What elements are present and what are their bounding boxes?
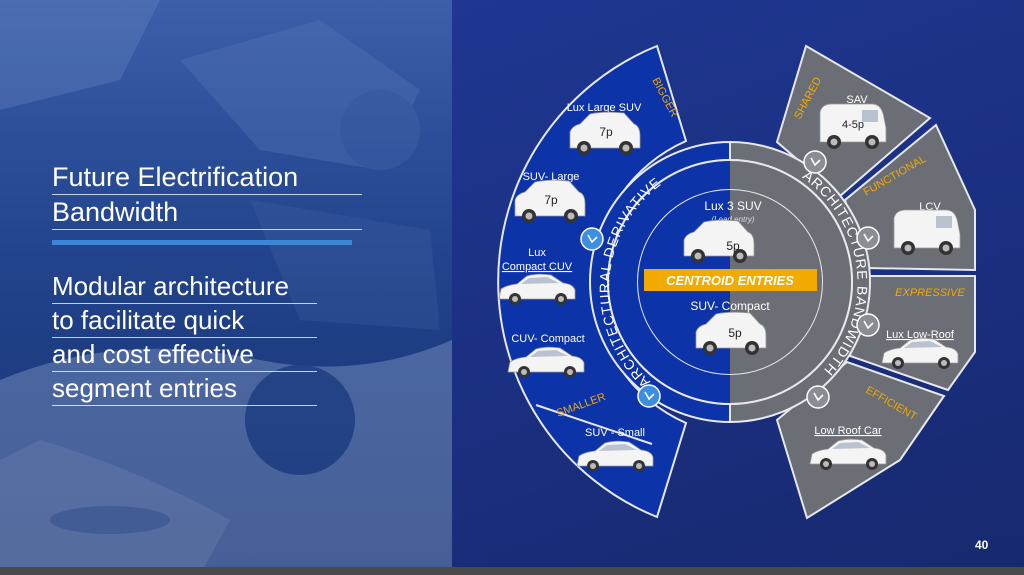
lcv-car-icon [893, 209, 961, 256]
title-line-2: Bandwidth [52, 195, 362, 230]
subtitle-line-2: to facilitate quick [52, 304, 317, 338]
center-bottom-seats: 5p [728, 326, 742, 340]
clock-icon-right-4 [806, 385, 830, 409]
lux-compact-cuv-label-2: Compact CUV [502, 261, 573, 273]
engine-photo-illustration [0, 0, 452, 575]
lux-large-suv-label: Lux Large SUV [567, 102, 642, 114]
centroid-entries-label: CENTROID ENTRIES [666, 273, 794, 288]
clock-icon-left-lower [637, 384, 661, 408]
left-smaller-divider [535, 404, 653, 445]
slide-subtitle: Modular architecture to facilitate quick… [52, 270, 382, 406]
center-top-name: Lux 3 SUV [704, 199, 761, 213]
center-top-note: (Lead entry) [711, 215, 754, 224]
expressive-tag: EXPRESSIVE [895, 287, 965, 299]
slide-title: Future Electrification Bandwidth [52, 160, 372, 230]
suv-small-label: SUV - Small [585, 427, 645, 439]
centroid-band [644, 269, 817, 291]
lux-low-roof-label: Lux Low-Roof [886, 329, 955, 341]
title-accent-bar [52, 240, 352, 245]
title-line-1: Future Electrification [52, 160, 362, 195]
suv-large-seats: 7p [544, 193, 558, 207]
clock-icon-left-upper [580, 227, 604, 251]
lux-compact-cuv-label-1: Lux [528, 247, 546, 259]
subtitle-line-3: and cost effective [52, 338, 317, 372]
subtitle-line-4: segment entries [52, 372, 317, 406]
clock-icon-right-1 [803, 150, 827, 174]
cuv-compact-label: CUV- Compact [511, 333, 584, 345]
subtitle-line-1: Modular architecture [52, 270, 317, 304]
bottom-bar [0, 567, 1024, 575]
center-bottom-name: SUV- Compact [690, 299, 770, 313]
lux-large-suv-seats: 7p [599, 125, 613, 139]
low-roof-car-label: Low Roof Car [814, 425, 882, 437]
sav-seats: 4-5p [842, 119, 864, 131]
clock-icon-right-2 [856, 226, 880, 250]
center-top-seats: 5p [726, 239, 740, 253]
background-photo-panel: Future Electrification Bandwidth Modular… [0, 0, 452, 575]
page-number: 40 [975, 538, 989, 552]
clock-icon-right-3 [856, 313, 880, 337]
sav-label: SAV [846, 94, 868, 106]
suv-large-label: SUV- Large [523, 171, 580, 183]
